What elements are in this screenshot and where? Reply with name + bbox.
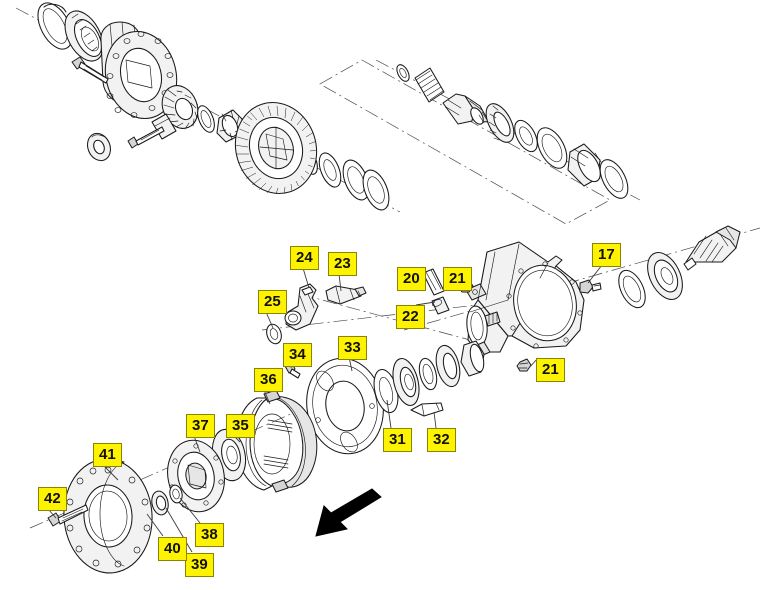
housing-bolt-17 bbox=[579, 279, 602, 294]
cross-pin-lock-bolt bbox=[127, 126, 165, 149]
differential-end-cap bbox=[87, 132, 111, 162]
callout-21-upper[interactable]: 21 bbox=[443, 267, 472, 291]
slack-adjuster-lever bbox=[284, 283, 319, 331]
stub-axle-seal bbox=[618, 269, 646, 309]
differential-case-bolt bbox=[71, 56, 109, 84]
callout-35[interactable]: 35 bbox=[226, 414, 255, 438]
differential-side-gear-left bbox=[161, 85, 199, 130]
dowel-pin-20 bbox=[422, 268, 445, 296]
pinion-shaft-group bbox=[396, 64, 629, 199]
stub-axle-bearing bbox=[647, 252, 683, 300]
hub-washer-38 bbox=[169, 484, 183, 504]
stub-axle-shaft-group bbox=[618, 225, 741, 309]
differential-oil-seal bbox=[37, 2, 73, 50]
pinion-shim-ring-2 bbox=[342, 159, 370, 201]
callout-39[interactable]: 39 bbox=[185, 553, 214, 577]
brake-shoe-assembly bbox=[235, 389, 318, 493]
crown-wheel-ring-gear bbox=[234, 102, 318, 194]
callout-36[interactable]: 36 bbox=[254, 368, 283, 392]
callout-38[interactable]: 38 bbox=[195, 523, 224, 547]
brake-backing-plate bbox=[306, 357, 384, 455]
pinion-bearing-cone bbox=[485, 103, 515, 143]
brake-drum-group bbox=[47, 458, 153, 574]
hub-bearing-inner bbox=[435, 344, 461, 388]
pinion-collapsible-spacer bbox=[514, 119, 538, 153]
callout-42[interactable]: 42 bbox=[38, 487, 67, 511]
hub-spindle-flange bbox=[167, 439, 225, 513]
callout-22[interactable]: 22 bbox=[396, 305, 425, 329]
camshaft-seal-ring bbox=[266, 323, 282, 345]
axle-housing bbox=[465, 241, 585, 359]
pinion-shim-large bbox=[536, 127, 568, 169]
hub-collar bbox=[460, 340, 485, 377]
callout-41[interactable]: 41 bbox=[93, 443, 122, 467]
side-gear-thrust-washer-left bbox=[197, 105, 215, 133]
pinion-bearing-cup bbox=[567, 143, 602, 187]
pinion-yoke-nut bbox=[442, 93, 490, 125]
stub-axle-shaft bbox=[683, 225, 741, 271]
callout-23[interactable]: 23 bbox=[328, 252, 357, 276]
housing-nut-lower bbox=[516, 358, 532, 372]
callout-33[interactable]: 33 bbox=[338, 336, 367, 360]
callout-37[interactable]: 37 bbox=[186, 414, 215, 438]
pinion-compression-spring bbox=[414, 67, 445, 103]
bushing-22 bbox=[431, 296, 450, 315]
hub-bearing-outer bbox=[392, 358, 420, 406]
backing-plate-group bbox=[306, 340, 485, 455]
callout-17[interactable]: 17 bbox=[592, 243, 621, 267]
callout-31[interactable]: 31 bbox=[383, 428, 412, 452]
hub-bearing-39 bbox=[151, 490, 169, 516]
pinion-shim-ring-3 bbox=[362, 169, 390, 211]
hub-spacer-ring bbox=[418, 357, 438, 391]
differential-taper-bearing-left bbox=[64, 10, 104, 62]
callout-32[interactable]: 32 bbox=[427, 428, 456, 452]
differential-carrier-group bbox=[37, 2, 390, 211]
pin-32 bbox=[410, 402, 444, 417]
differential-case bbox=[100, 21, 178, 120]
brake-cam-lever-group bbox=[266, 283, 367, 379]
callout-25[interactable]: 25 bbox=[258, 290, 287, 314]
callout-34[interactable]: 34 bbox=[283, 343, 312, 367]
hub-spindle-group bbox=[130, 428, 247, 528]
callout-20[interactable]: 20 bbox=[397, 267, 426, 291]
callout-21-lower[interactable]: 21 bbox=[536, 358, 565, 382]
pinion-shim-ring-1 bbox=[318, 152, 342, 188]
pinion-outer-seal bbox=[599, 159, 629, 199]
differential-spider-gear bbox=[216, 109, 243, 143]
pinion-washer bbox=[396, 64, 410, 82]
callout-40[interactable]: 40 bbox=[158, 537, 187, 561]
assembly-direction-arrow bbox=[315, 488, 382, 537]
brake-camshaft bbox=[325, 285, 367, 305]
callout-24[interactable]: 24 bbox=[290, 246, 319, 270]
